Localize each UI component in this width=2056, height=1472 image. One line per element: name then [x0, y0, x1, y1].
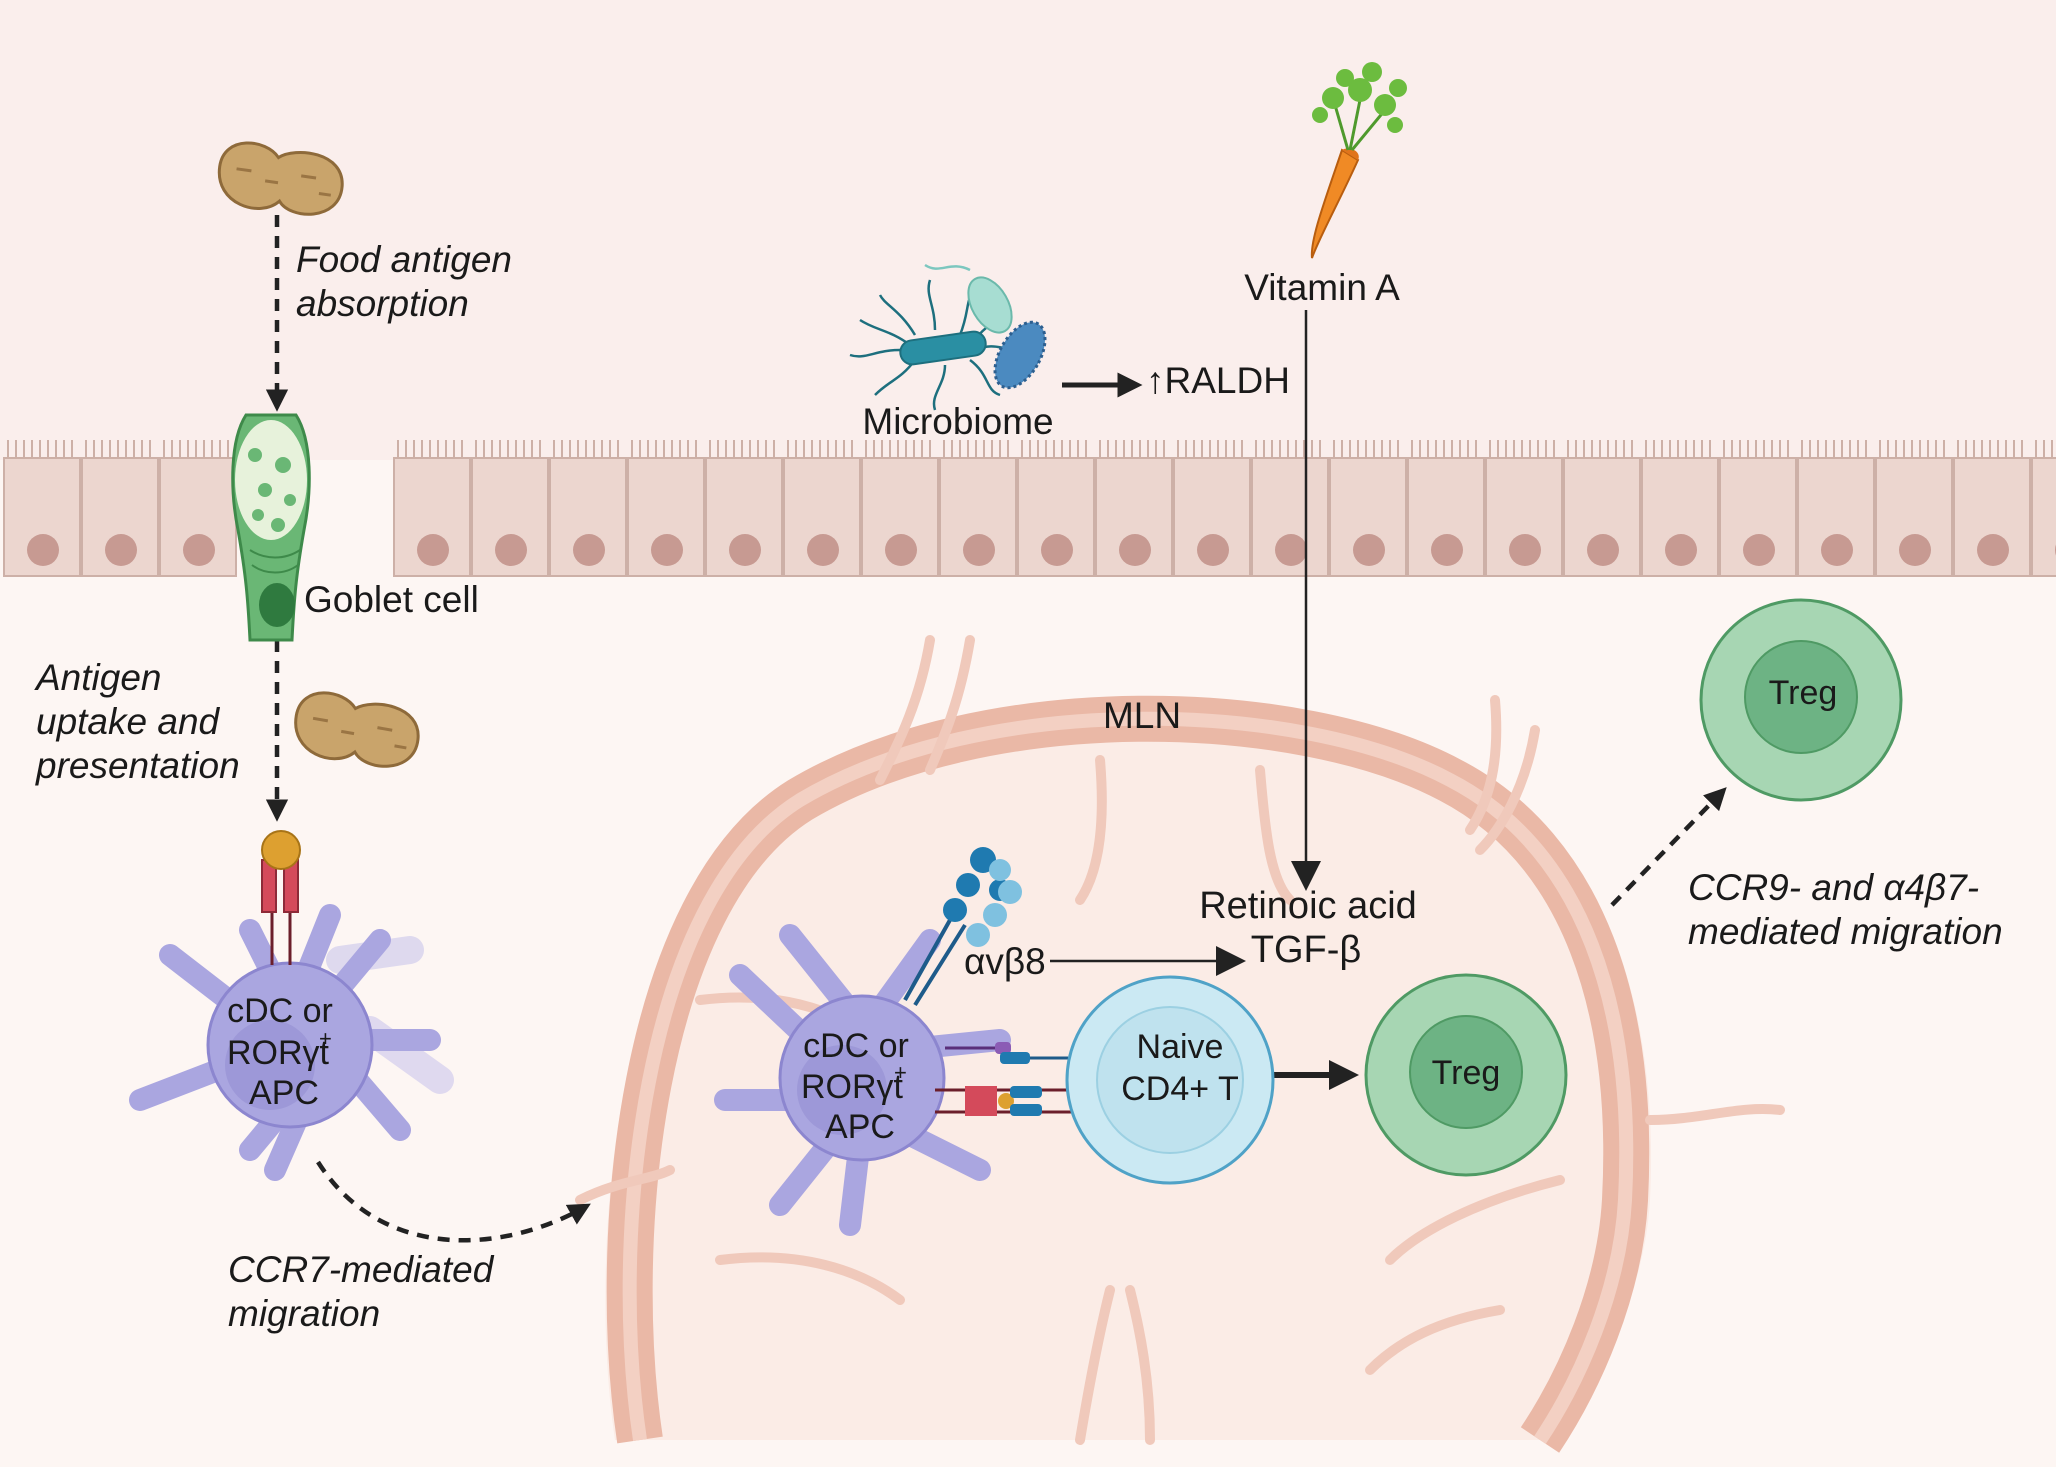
svg-text:APC: APC — [249, 1074, 319, 1112]
cell-nucleus — [183, 534, 215, 566]
cell-nucleus — [1353, 534, 1385, 566]
carrot-icon — [1310, 62, 1407, 259]
cell-nucleus — [963, 534, 995, 566]
cell-nucleus — [1821, 534, 1853, 566]
tgf-beta-label: TGF-β — [1251, 929, 1362, 971]
svg-text:APC: APC — [825, 1108, 895, 1146]
integrin-icon — [903, 847, 1022, 1007]
cell-nucleus — [1275, 534, 1307, 566]
svg-text:absorption: absorption — [296, 283, 469, 324]
ccr7-migration-arrow — [316, 1160, 591, 1243]
integrin-label: αvβ8 — [964, 941, 1046, 982]
bacteria-icon — [849, 263, 1047, 411]
microbiome-label: Microbiome — [862, 401, 1053, 442]
cell-nucleus — [1587, 534, 1619, 566]
cell-nucleus — [1665, 534, 1697, 566]
svg-text:CD4+ T: CD4+ T — [1121, 1070, 1238, 1108]
svg-text:cDC or: cDC or — [227, 992, 333, 1030]
dendritic-cell-icon — [129, 904, 454, 1181]
retinoic-acid-label: Retinoic acid — [1199, 885, 1417, 927]
svg-text:+: + — [319, 1026, 332, 1051]
svg-text:Antigen: Antigen — [34, 657, 162, 698]
svg-text:RORγt: RORγt — [801, 1068, 904, 1106]
cell-nucleus — [1119, 534, 1151, 566]
food-antigen-label: Food antigen absorption — [296, 239, 512, 324]
treg-out-label: Treg — [1769, 674, 1838, 712]
treg-cell-icon — [1699, 598, 1903, 802]
treg-cell-icon — [1364, 973, 1568, 1177]
goblet-cell-icon — [231, 413, 311, 642]
cell-nucleus — [885, 534, 917, 566]
cell-nucleus — [1431, 534, 1463, 566]
antigen-uptake-label: Antigen uptake and presentation — [34, 657, 240, 786]
cell-nucleus — [807, 534, 839, 566]
cell-nucleus — [729, 534, 761, 566]
svg-text:cDC or: cDC or — [803, 1027, 909, 1065]
epithelial-cell — [1797, 457, 1875, 577]
cell-nucleus — [417, 534, 449, 566]
mln-label: MLN — [1103, 695, 1181, 736]
svg-text:migration: migration — [228, 1293, 380, 1334]
svg-text:CCR9- and α4β7-: CCR9- and α4β7- — [1688, 867, 1979, 908]
goblet-cell-label: Goblet cell — [304, 579, 479, 620]
cell-nucleus — [1743, 534, 1775, 566]
lumen-background — [0, 0, 2056, 460]
svg-text:mediated migration: mediated migration — [1688, 911, 2003, 952]
epithelial-cell — [2031, 457, 2056, 577]
cell-nucleus — [651, 534, 683, 566]
cell-nucleus — [1899, 534, 1931, 566]
peanut-icon — [294, 691, 420, 768]
cell-nucleus — [1041, 534, 1073, 566]
apc-right-label: cDC or RORγt + APC — [801, 1027, 909, 1146]
cell-nucleus — [1197, 534, 1229, 566]
ccr9-label: CCR9- and α4β7- mediated migration — [1688, 867, 2003, 952]
treg-mln-label: Treg — [1432, 1054, 1501, 1092]
cell-nucleus — [105, 534, 137, 566]
raldh-label: ↑RALDH — [1146, 360, 1290, 401]
cell-nucleus — [1977, 534, 2009, 566]
t-cell-icon — [1065, 975, 1275, 1185]
svg-text:Food antigen: Food antigen — [296, 239, 512, 280]
svg-text:RORγt: RORγt — [227, 1034, 330, 1072]
svg-text:Naive: Naive — [1137, 1028, 1224, 1066]
svg-text:uptake and: uptake and — [36, 701, 221, 742]
naive-t-label: Naive CD4+ T — [1121, 1028, 1238, 1108]
costimulatory-receptors — [935, 1042, 1080, 1116]
apc-left-label: cDC or RORγt + APC — [227, 992, 333, 1112]
cell-nucleus — [1509, 534, 1541, 566]
cell-nucleus — [27, 534, 59, 566]
dendritic-cell-icon — [714, 924, 1011, 1236]
peanut-icon — [217, 141, 344, 216]
ccr7-label: CCR7-mediated migration — [228, 1249, 495, 1334]
svg-text:presentation: presentation — [35, 745, 240, 786]
cell-nucleus — [573, 534, 605, 566]
epithelium — [3, 440, 2056, 577]
cell-nucleus — [495, 534, 527, 566]
ccr9-migration-arrow — [1610, 787, 1727, 907]
svg-text:+: + — [894, 1060, 907, 1085]
mhc-receptor-icon — [261, 830, 301, 965]
vitamin-a-label: Vitamin A — [1244, 267, 1400, 308]
svg-text:CCR7-mediated: CCR7-mediated — [228, 1249, 495, 1290]
